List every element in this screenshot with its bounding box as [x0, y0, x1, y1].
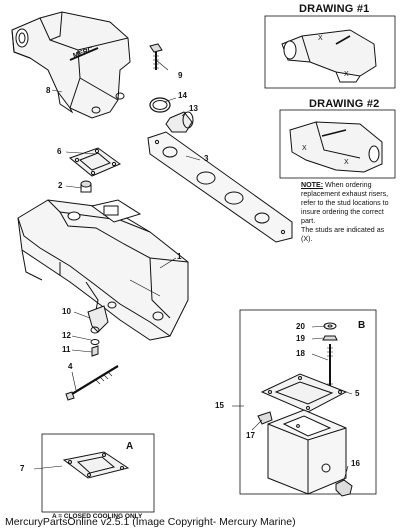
callout-11: 11: [62, 345, 71, 354]
callout-15: 15: [215, 401, 224, 410]
callout-9: 9: [178, 71, 183, 80]
drawing-2-title: DRAWING #2: [309, 98, 380, 110]
gasket-6-drawing: [68, 147, 122, 177]
ordering-note: NOTE: When ordering replacement exhaust …: [301, 181, 397, 244]
manifold-gasket-drawing: [147, 131, 293, 243]
callout-5: 5: [355, 389, 360, 398]
fitting-drawing: [91, 345, 99, 357]
leader-lines: [51, 89, 353, 431]
svg-text:X: X: [318, 35, 323, 42]
callout-16: 16: [351, 459, 360, 468]
box-a-label: A: [126, 441, 134, 452]
callout-10: 10: [62, 307, 71, 316]
washer-drawing: [90, 339, 100, 345]
callout-17: 17: [246, 431, 255, 440]
box-b: [232, 309, 377, 497]
callout-3: 3: [204, 154, 209, 163]
note-label: NOTE:: [301, 181, 324, 189]
exhaust-elbow-drawing: MERC: [11, 11, 131, 119]
drawing-1-title: DRAWING #1: [299, 3, 370, 15]
svg-text:X: X: [344, 71, 349, 78]
svg-text:X: X: [302, 145, 307, 152]
callout-20: 20: [296, 322, 305, 331]
note-text: When ordering replacement exhaust risers…: [301, 181, 389, 225]
box-b-label: B: [358, 320, 366, 331]
hose-clamp-drawing: [149, 97, 171, 113]
callout-14: 14: [178, 91, 187, 100]
drawing-2-illustration: X X: [279, 109, 396, 179]
callout-13: 13: [189, 104, 198, 113]
callout-18: 18: [296, 349, 305, 358]
exhaust-manifold-drawing: [17, 199, 189, 341]
callout-12: 12: [62, 331, 71, 340]
plug-drawing: [80, 180, 92, 193]
callout-6: 6: [57, 147, 62, 156]
box-a-caption: A = CLOSED COOLING ONLY: [52, 513, 143, 520]
callout-4: 4: [68, 362, 73, 371]
elbow-fitting-drawing: [87, 305, 109, 334]
box-a: [33, 433, 155, 513]
long-bolt-drawing: [65, 365, 119, 401]
callout-19: 19: [296, 334, 305, 343]
note-studs-text: The studs are indicated as (X).: [301, 226, 385, 243]
callout-1: 1: [177, 252, 182, 261]
callout-7: 7: [20, 464, 25, 473]
svg-text:X: X: [344, 159, 349, 166]
callout-2: 2: [58, 181, 63, 190]
bolt-drawing: [149, 43, 169, 71]
sleeve-drawing: [165, 111, 194, 133]
copyright-footer: MercuryPartsOnline v2.5.1 (Image Copyrig…: [5, 516, 296, 528]
drawing-1-illustration: X X: [264, 15, 396, 89]
callout-8: 8: [46, 86, 51, 95]
